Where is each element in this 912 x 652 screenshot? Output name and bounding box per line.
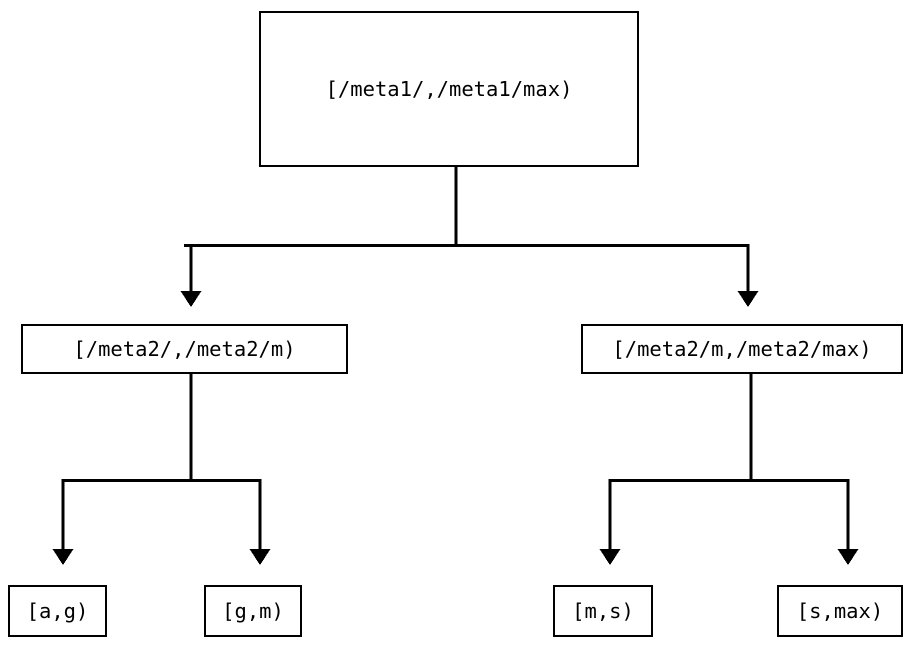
arrowhead-down-mid-left	[180, 291, 202, 307]
arrowhead-down-leaf-s-max	[837, 549, 859, 565]
tree-node-root-label: [/meta1/,/meta1/max)	[325, 76, 573, 101]
arrowhead-down-leaf-m-s	[599, 549, 621, 565]
edge-mid-left-to-leaf-a-g	[61, 374, 193, 550]
arrowhead-down-leaf-a-g	[52, 549, 74, 565]
tree-node-leaf-a-g-label: [a,g)	[26, 598, 89, 623]
tree-node-leaf-g-m[interactable]: [g,m)	[204, 585, 302, 637]
tree-node-root[interactable]: [/meta1/,/meta1/max)	[259, 11, 639, 167]
tree-node-leaf-s-max-label: [s,max)	[796, 598, 884, 623]
edge-mid-left-to-leaf-g-m	[191, 479, 262, 550]
tree-node-mid-right-label: [/meta2/m,/meta2/max)	[612, 336, 872, 361]
tree-node-leaf-a-g[interactable]: [a,g)	[8, 585, 107, 637]
tree-node-leaf-s-max[interactable]: [s,max)	[777, 585, 903, 637]
arrowhead-down-leaf-g-m	[249, 549, 271, 565]
edge-root-to-mid-right	[456, 244, 750, 292]
tree-node-mid-right[interactable]: [/meta2/m,/meta2/max)	[581, 324, 903, 374]
tree-node-mid-left-label: [/meta2/,/meta2/m)	[73, 336, 296, 361]
tree-node-leaf-m-s-label: [m,s)	[572, 598, 634, 623]
edge-mid-right-to-leaf-m-s	[608, 374, 753, 550]
tree-node-leaf-m-s[interactable]: [m,s)	[553, 585, 653, 637]
edge-mid-right-to-leaf-s-max	[751, 479, 850, 550]
arrowhead-down-mid-right	[737, 291, 759, 307]
tree-node-leaf-g-m-label: [g,m)	[222, 598, 284, 623]
tree-node-mid-left[interactable]: [/meta2/,/meta2/m)	[21, 324, 348, 374]
edge-root-to-mid-left	[184, 167, 458, 292]
